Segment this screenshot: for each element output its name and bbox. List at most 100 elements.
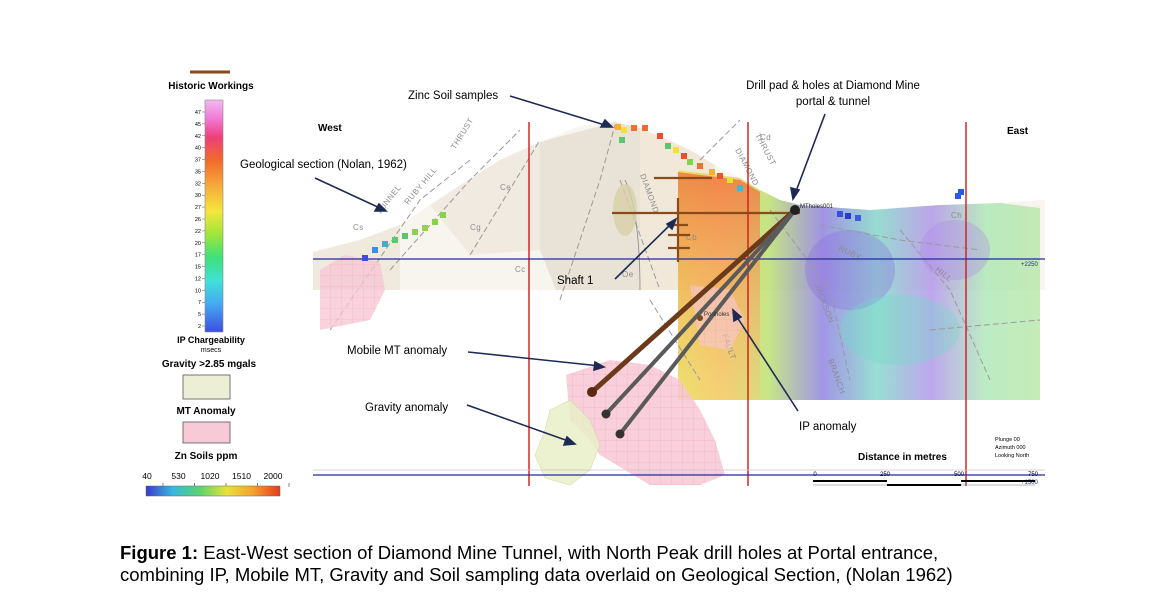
hole-intercept [697, 315, 703, 321]
zn-tick-label: 530 [171, 471, 185, 481]
zn-tick-label: 1020 [201, 471, 220, 481]
view-looking: Looking North [995, 453, 1029, 459]
ip-tick-label: 42 [195, 134, 201, 140]
east-label: East [1007, 126, 1029, 137]
zn-tick-label: 2000 [264, 471, 283, 481]
callout-mmt: Mobile MT anomaly [347, 345, 447, 357]
zn-tick-label: 40 [142, 471, 152, 481]
zn-colorbar [145, 485, 281, 497]
soil-sample [717, 173, 723, 179]
caption-line-2: combining IP, Mobile MT, Gravity and Soi… [120, 564, 953, 585]
soil-sample [727, 177, 733, 183]
ip-colorbar [204, 99, 224, 333]
shaft-body [613, 184, 637, 236]
soil-sample [955, 193, 961, 199]
legend-zn-label: Zn Soils ppm [175, 451, 238, 462]
hole-end-1 [587, 387, 597, 397]
soil-sample [382, 241, 388, 247]
ip-tick-label: 15 [195, 265, 201, 271]
callout-ip: IP anomaly [799, 421, 857, 433]
ip-mid-cyan [840, 295, 960, 365]
soil-sample [642, 125, 648, 131]
soil-sample [432, 219, 438, 225]
callouts: Zinc Soil samples Drill pad & holes at D… [240, 80, 920, 446]
view-plunge: Plunge 00 [995, 437, 1020, 443]
soil-sample [837, 211, 843, 217]
soil-sample [657, 133, 663, 139]
soil-sample [619, 137, 625, 143]
geologic-label: Cb [686, 233, 697, 242]
drill-collar [790, 205, 800, 215]
ip-tick-label: 2 [198, 324, 201, 330]
lower-blank-2 [678, 400, 1045, 475]
legend-workings-label: Historic Workings [168, 81, 254, 92]
legend-mt-label: MT Anomaly [176, 406, 236, 417]
ip-low-purple [805, 230, 895, 310]
legend: Historic Workings 4745424037353230272622… [142, 70, 290, 497]
legend-ip-unit: msecs [201, 347, 222, 354]
elevation-label-2: +1500 [1021, 480, 1039, 486]
soil-sample [709, 169, 715, 175]
legend-gravity-label: Gravity >2.85 mgals [162, 359, 257, 370]
soil-sample [362, 255, 368, 261]
geologic-label: Ch [951, 211, 962, 220]
mobile-mt-anomaly [566, 360, 725, 485]
drill-holes [587, 205, 800, 439]
callout-geo: Geological section (Nolan, 1962) [240, 159, 407, 171]
ip-tick-label: 22 [195, 229, 201, 235]
soil-sample [402, 233, 408, 239]
ip-tick-label: 37 [195, 158, 201, 164]
ip-tick-label: 27 [195, 205, 201, 211]
soil-sample [845, 213, 851, 219]
soil-sample [372, 247, 378, 253]
soil-sample [621, 127, 627, 133]
callout-drill-2: portal & tunnel [796, 96, 870, 108]
mt-anomaly-shallow [690, 285, 745, 350]
ip-tick-label: 26 [195, 217, 201, 223]
distance-tick-label: 250 [880, 472, 891, 478]
zn-tick-label: 1510 [232, 471, 251, 481]
callout-shaft: Shaft 1 [557, 275, 593, 287]
mt-anomaly-west [320, 255, 385, 330]
ip-tick-label: 45 [195, 122, 201, 128]
caption-line-1: East-West section of Diamond Mine Tunnel… [198, 542, 939, 563]
gravity-swatch [182, 374, 231, 400]
soil-sample [697, 163, 703, 169]
ip-tick-label: 10 [195, 288, 201, 294]
west-label: West [318, 123, 342, 134]
ip-tick-label: 17 [195, 253, 201, 259]
soil-sample [392, 237, 398, 243]
ip-tick-label: 7 [198, 300, 201, 306]
geologic-label: Cd [760, 133, 771, 142]
drill-hole-2 [604, 208, 797, 416]
drill-hole-3 [618, 208, 797, 436]
ip-tick-label: 47 [195, 110, 201, 116]
soil-sample [631, 125, 637, 131]
collar-label: MTholes001 [800, 204, 834, 210]
view-azimuth: Azimuth 000 [995, 445, 1026, 451]
soil-sample [615, 124, 621, 130]
geologic-label: Cs [353, 223, 364, 232]
soil-sample [412, 229, 418, 235]
caption-bold: Figure 1: [120, 542, 199, 563]
ip-tick-label: 30 [195, 193, 201, 199]
drill-hole-1 [589, 207, 798, 395]
ip-tick-label: 5 [198, 312, 201, 318]
elevation-label: +2250 [1021, 262, 1039, 268]
ip-tick-label: 12 [195, 276, 201, 282]
soil-sample [440, 212, 446, 218]
zinc-soil-samples [362, 124, 964, 261]
section-verticals [528, 122, 967, 486]
geologic-label: Ce [500, 183, 511, 192]
distance-title: Distance in metres [858, 452, 947, 463]
distance-tick-label: 0 [813, 472, 817, 478]
soil-sample [958, 189, 964, 195]
geologic-label: Oe [622, 270, 634, 279]
ip-chargeability-field [678, 170, 1040, 400]
ip-tick-label: 40 [195, 146, 201, 152]
mt-swatch [182, 421, 231, 444]
collar-label-2: Portholes [704, 312, 729, 318]
